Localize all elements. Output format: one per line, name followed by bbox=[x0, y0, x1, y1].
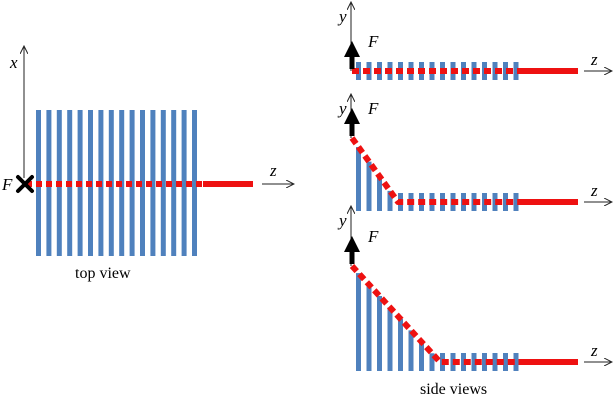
side-view-rod bbox=[349, 136, 578, 205]
top-view-bristle bbox=[181, 110, 187, 256]
side-view-bristle bbox=[356, 147, 361, 211]
force-point-cross-icon bbox=[16, 175, 34, 193]
side-view-bristle bbox=[387, 190, 393, 211]
side-view-panel: yFz bbox=[337, 2, 612, 80]
side-view-rod-dashed bbox=[349, 136, 578, 205]
top-view-bristle bbox=[171, 110, 177, 256]
force-label-top: F bbox=[1, 175, 13, 194]
side-view-bristle bbox=[482, 353, 487, 371]
force-label-side: F bbox=[367, 227, 379, 246]
side-view-rod bbox=[349, 263, 578, 365]
side-view-bristle bbox=[503, 353, 508, 371]
side-view-bristle bbox=[513, 193, 519, 211]
top-view-bristle bbox=[140, 110, 145, 256]
side-view-bristle bbox=[377, 176, 382, 211]
force-arrow-icon bbox=[344, 41, 360, 69]
side-view-bristle bbox=[366, 161, 372, 211]
side-view-bristle bbox=[387, 307, 393, 371]
y-axis-label: y bbox=[337, 99, 347, 118]
side-view-bristle bbox=[366, 284, 372, 371]
side-view-bristle bbox=[429, 353, 435, 371]
top-view-bristle bbox=[150, 110, 156, 256]
side-view-bristle bbox=[503, 62, 508, 80]
top-view-bristle bbox=[160, 110, 166, 256]
side-view-bristle bbox=[503, 193, 508, 211]
side-view-bristle bbox=[471, 353, 477, 371]
y-axis-label: y bbox=[337, 211, 347, 230]
side-view-rod-dashed bbox=[349, 263, 578, 365]
side-view-bristle bbox=[398, 318, 403, 371]
side-view-bristle bbox=[513, 353, 519, 371]
side-view-panel: yFz bbox=[337, 206, 612, 371]
side-view-bristle bbox=[492, 193, 498, 211]
force-label-side: F bbox=[367, 32, 379, 51]
side-view-panel: y Fz bbox=[337, 94, 612, 211]
top-view-caption: top view bbox=[75, 265, 131, 282]
top-view-bristle bbox=[129, 110, 135, 256]
z-axis-label: z bbox=[590, 341, 598, 360]
side-views-caption: side views bbox=[420, 381, 487, 398]
z-axis-label: z bbox=[590, 50, 598, 69]
top-view-bristle bbox=[192, 110, 197, 256]
force-arrow-icon bbox=[344, 236, 360, 264]
top-view: x F z top view bbox=[1, 46, 294, 282]
force-label-side: F bbox=[367, 99, 379, 118]
x-axis-label: x bbox=[9, 53, 18, 72]
side-view-bristle bbox=[492, 353, 498, 371]
side-view-bristle bbox=[461, 353, 466, 371]
side-view-bristle bbox=[419, 341, 424, 371]
side-view-bristle bbox=[356, 273, 361, 371]
z-axis-label-top: z bbox=[269, 161, 277, 180]
side-view-bristle bbox=[377, 296, 382, 371]
z-axis-label: z bbox=[590, 181, 598, 200]
side-view-bristle bbox=[513, 62, 519, 80]
side-view-bristle bbox=[408, 330, 414, 371]
force-arrow-icon bbox=[344, 108, 360, 136]
y-axis-label: y bbox=[337, 7, 347, 26]
